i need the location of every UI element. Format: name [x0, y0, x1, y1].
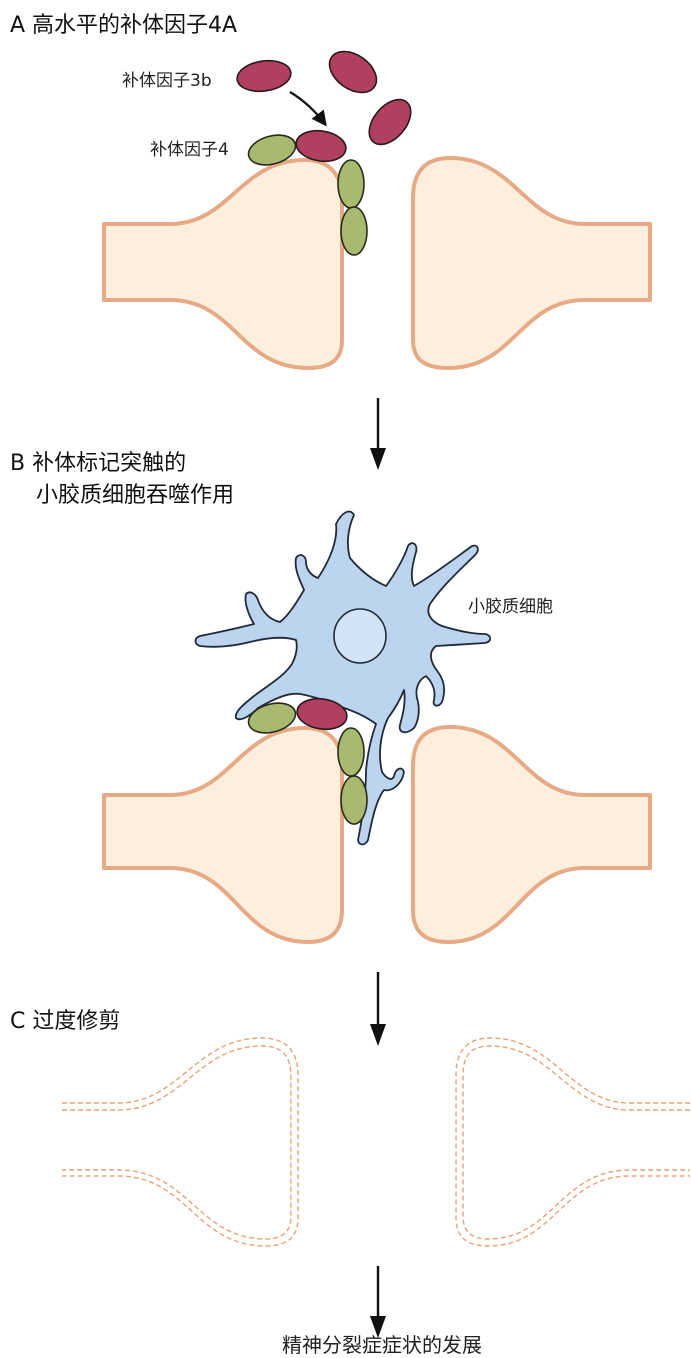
outcome-label: 精神分裂症症状的发展: [282, 1333, 482, 1357]
synapse-left-terminal-a: [104, 160, 342, 368]
panel-c-title: C 过度修剪: [10, 1009, 120, 1034]
label-complement-4: 补体因子4: [150, 140, 229, 160]
pruned-right-terminal-inner: [463, 1046, 690, 1239]
pruned-left-terminal-inner: [62, 1046, 291, 1239]
panel-c: C 过度修剪: [10, 1009, 690, 1246]
panel-a-title: A 高水平的补体因子4A: [10, 13, 237, 38]
complement-4-a-3: [341, 207, 367, 255]
panel-b: B 补体标记突触的 小胶质细胞吞噬作用 小胶质细胞: [10, 451, 650, 942]
pruned-left-terminal-outer: [62, 1038, 298, 1246]
complement-4-b-2: [338, 728, 364, 776]
label-complement-3b: 补体因子3b: [122, 71, 212, 91]
complement-3b-free-3: [361, 92, 419, 152]
synapse-right-terminal-a: [413, 158, 650, 368]
binding-arrow: [290, 92, 325, 124]
label-microglia: 小胶质细胞: [468, 597, 553, 617]
panel-b-title-line-1: B 补体标记突触的: [10, 451, 186, 476]
complement-3b-free-1: [235, 57, 293, 94]
arrow-c-to-outcome: [370, 1266, 386, 1338]
synapse-left-terminal-b: [104, 728, 342, 942]
arrow-a-to-b: [370, 398, 386, 470]
panel-a: A 高水平的补体因子4A 补体因子3b 补体因子4: [10, 13, 650, 368]
microglia-nucleus: [334, 609, 386, 663]
panel-b-title-line-2: 小胶质细胞吞噬作用: [36, 483, 234, 508]
complement-4-b-3: [341, 776, 367, 824]
synapse-right-terminal-b: [413, 727, 650, 942]
arrow-b-to-c: [370, 972, 386, 1046]
pruned-right-terminal-outer: [456, 1038, 690, 1246]
complement-4-a-2: [338, 160, 364, 208]
complement-3b-free-2: [322, 43, 384, 101]
